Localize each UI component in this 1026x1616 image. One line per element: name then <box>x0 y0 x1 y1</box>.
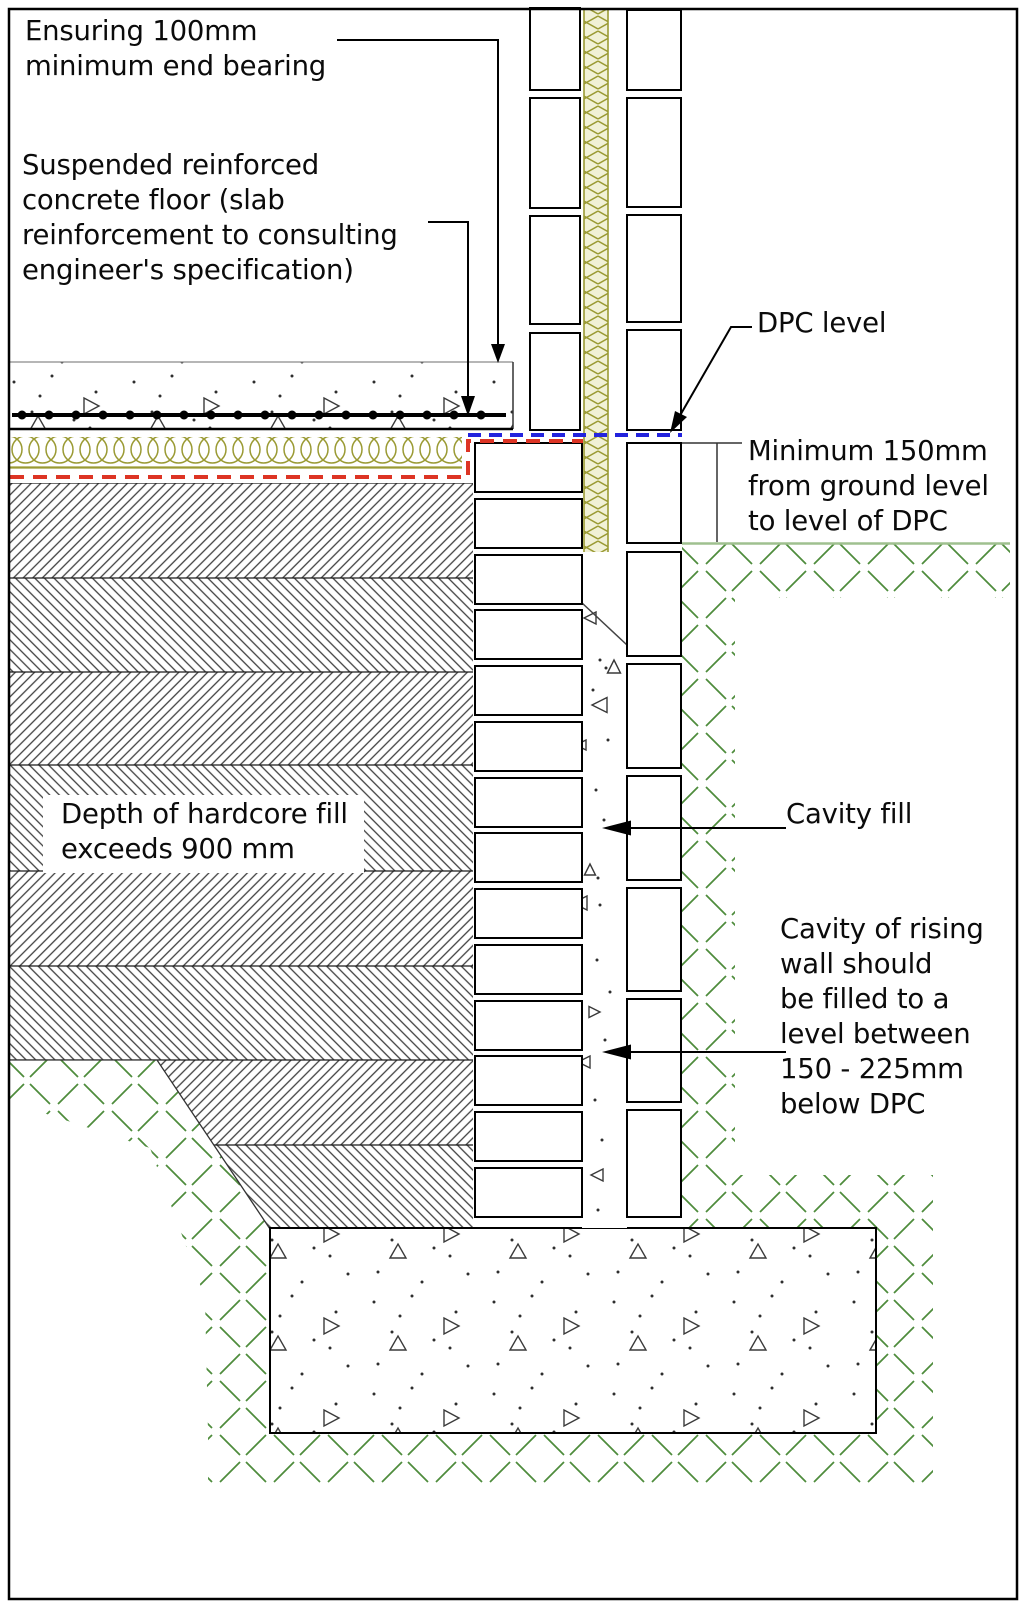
leader-end-bearing <box>337 39 505 363</box>
label-hardcore-depth: Depth of hardcore fill exceeds 900 mm <box>43 795 364 873</box>
masonry-block <box>474 609 583 660</box>
stipple-dot <box>598 903 602 907</box>
aggregate-triangle <box>590 696 608 714</box>
stipple-dot <box>591 688 595 692</box>
masonry-block <box>626 97 682 208</box>
masonry-block <box>474 777 583 828</box>
earth-right-region <box>208 543 1010 1487</box>
floor-slab <box>10 361 514 431</box>
floor-insulation <box>10 437 462 469</box>
label-min-ground-to-dpc: Minimum 150mm from ground level to level… <box>748 435 989 537</box>
masonry-block <box>626 442 682 544</box>
label-suspended-floor: Suspended reinforced concrete floor (sla… <box>22 149 398 286</box>
masonry-block <box>626 9 682 91</box>
masonry-block <box>474 1111 583 1162</box>
masonry-block <box>474 498 583 549</box>
rising-wall-outer-leaf <box>626 442 682 1218</box>
masonry-block <box>529 215 581 325</box>
label-cavity-fill: Cavity fill <box>786 798 913 830</box>
earth-ground-region <box>10 542 1010 1487</box>
masonry-block <box>626 887 682 992</box>
aggregate-triangle <box>588 1005 602 1019</box>
masonry-block <box>529 7 581 91</box>
wall-inner-leaf-above-dpc <box>529 7 581 431</box>
stipple-dot <box>598 658 602 662</box>
masonry-block <box>474 442 583 493</box>
masonry-block <box>626 998 682 1103</box>
aggregate-triangle <box>589 1167 604 1183</box>
drawing-border-frame <box>7 7 1019 1601</box>
leader-cavity-rising-wall <box>602 1044 786 1060</box>
stipple-dot <box>596 876 600 880</box>
cavity-fill-top-line <box>580 601 628 646</box>
wall-outer-leaf-above-dpc <box>626 9 682 431</box>
masonry-block <box>474 665 583 716</box>
masonry-block <box>626 329 682 431</box>
hardcore-batter-edge <box>10 1059 271 1230</box>
masonry-block <box>474 554 583 605</box>
masonry-block <box>474 1167 583 1218</box>
stipple-dot <box>608 990 612 994</box>
masonry-block <box>529 332 581 431</box>
stipple-dot <box>600 1138 604 1142</box>
stipple-dot <box>595 958 599 962</box>
leader-cavity-fill <box>602 820 786 836</box>
aggregate-triangle <box>583 862 597 876</box>
cavity-insulation <box>583 8 609 552</box>
masonry-block <box>529 97 581 209</box>
label-end-bearing: Ensuring 100mm minimum end bearing <box>25 15 327 82</box>
stipple-dot <box>593 1098 597 1102</box>
aggregate-triangle <box>582 610 597 626</box>
leader-dpc-level <box>670 326 752 433</box>
dimension-150mm-bracket <box>682 442 742 542</box>
masonry-block <box>474 832 583 883</box>
stipple-dot <box>603 1038 607 1042</box>
masonry-block <box>626 214 682 323</box>
foundation-concrete <box>269 1227 877 1434</box>
aggregate-triangle <box>576 1054 591 1070</box>
cavity-fill-region <box>571 552 628 1228</box>
masonry-block <box>626 551 682 657</box>
masonry-block <box>626 663 682 769</box>
label-dpc-level: DPC level <box>757 307 887 339</box>
leader-suspended-floor <box>428 221 475 416</box>
stipple-dot <box>596 1208 600 1212</box>
aggregate-triangle <box>606 658 622 674</box>
masonry-block <box>626 1109 682 1218</box>
masonry-block <box>474 721 583 772</box>
stipple-dot <box>602 818 606 822</box>
masonry-block <box>474 888 583 939</box>
label-cavity-rising-wall: Cavity of rising wall should be filled t… <box>780 913 984 1120</box>
stipple-dot <box>606 738 610 742</box>
masonry-block <box>474 1055 583 1106</box>
earth-left-band <box>10 1060 270 1433</box>
stipple-dot <box>594 788 598 792</box>
masonry-block <box>474 1000 583 1051</box>
rising-wall-inner-leaf <box>474 442 583 1218</box>
masonry-block <box>474 944 583 995</box>
stipple-dot <box>604 666 608 670</box>
